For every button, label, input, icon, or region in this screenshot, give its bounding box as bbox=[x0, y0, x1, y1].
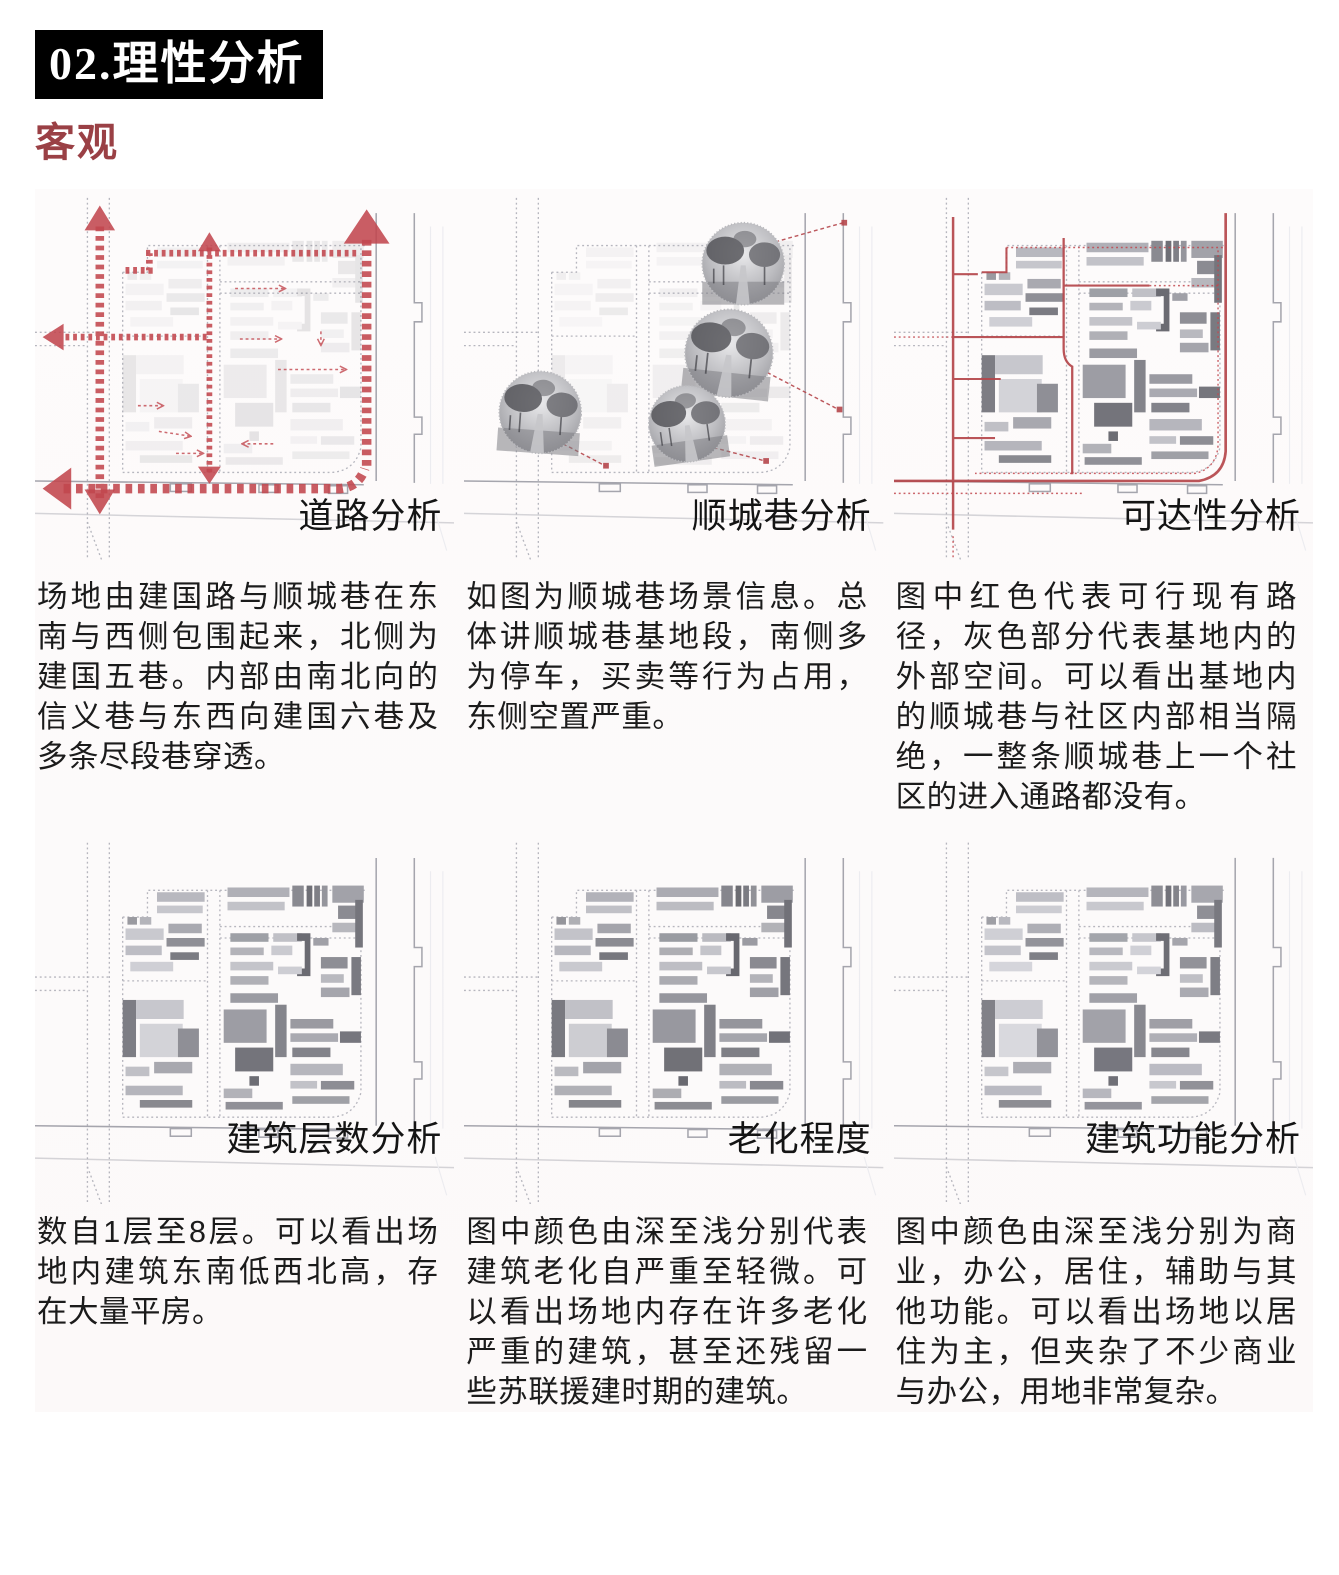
road-arrowheads bbox=[42, 205, 390, 515]
road-arrow-icon bbox=[63, 226, 372, 501]
building-function-map: 建筑功能分析 bbox=[893, 834, 1313, 1204]
map-label-accessibility: 可达性分析 bbox=[1120, 497, 1301, 536]
description-road: 场地由建国路与顺城巷在东南与西侧包围起来，北侧为建国五巷。内部由南北向的信义巷与… bbox=[37, 580, 439, 774]
accessibility-map: 可达性分析 bbox=[893, 189, 1313, 569]
description-shuncheng: 如图为顺城巷场景信息。总体讲顺城巷基地段，南侧多为停车，买卖等行为占用，东侧空置… bbox=[466, 580, 868, 734]
page-header: 02.理性分析 客观 bbox=[35, 30, 1313, 163]
shuncheng-lane-diagram bbox=[464, 197, 884, 561]
map-label-floors: 建筑层数分析 bbox=[226, 1120, 443, 1159]
shuncheng-lane-map: 顺城巷分析 bbox=[464, 189, 884, 569]
description-aging: 图中颜色由深至浅分别代表建筑老化自严重至轻微。可以看出场地内存在许多老化严重的建… bbox=[466, 1215, 868, 1409]
analysis-grid: 道路分析 bbox=[35, 189, 1313, 1412]
description-function: 图中颜色由深至浅分别为商业，办公，居住，辅助与其他功能。可以看出场地以居住为主，… bbox=[895, 1215, 1297, 1409]
accessibility-diagram bbox=[893, 197, 1313, 561]
accessible-path-lines bbox=[893, 213, 1227, 530]
map-label-function: 建筑功能分析 bbox=[1084, 1120, 1301, 1159]
building-floors-map: 建筑层数分析 bbox=[35, 834, 455, 1204]
section-subtitle: 客观 bbox=[35, 120, 119, 165]
road-analysis-map: 道路分析 bbox=[35, 189, 455, 569]
photo-leader-markers bbox=[603, 219, 848, 469]
aging-degree-map: 老化程度 bbox=[464, 834, 884, 1204]
minor-flow-arrows bbox=[137, 288, 346, 453]
description-floors: 数自1层至8层。可以看出场地内建筑东南低西北高，存在大量平房。 bbox=[37, 1215, 439, 1329]
map-label-road: 道路分析 bbox=[298, 497, 443, 536]
section-title: 02.理性分析 bbox=[49, 38, 305, 89]
map-label-shuncheng: 顺城巷分析 bbox=[691, 497, 872, 536]
road-analysis-diagram bbox=[35, 197, 455, 561]
section-title-box: 02.理性分析 bbox=[35, 30, 323, 99]
map-label-aging: 老化程度 bbox=[727, 1120, 872, 1159]
description-accessibility: 图中红色代表可行现有路径，灰色部分代表基地内的外部空间。可以看出基地内的顺城巷与… bbox=[895, 580, 1297, 814]
